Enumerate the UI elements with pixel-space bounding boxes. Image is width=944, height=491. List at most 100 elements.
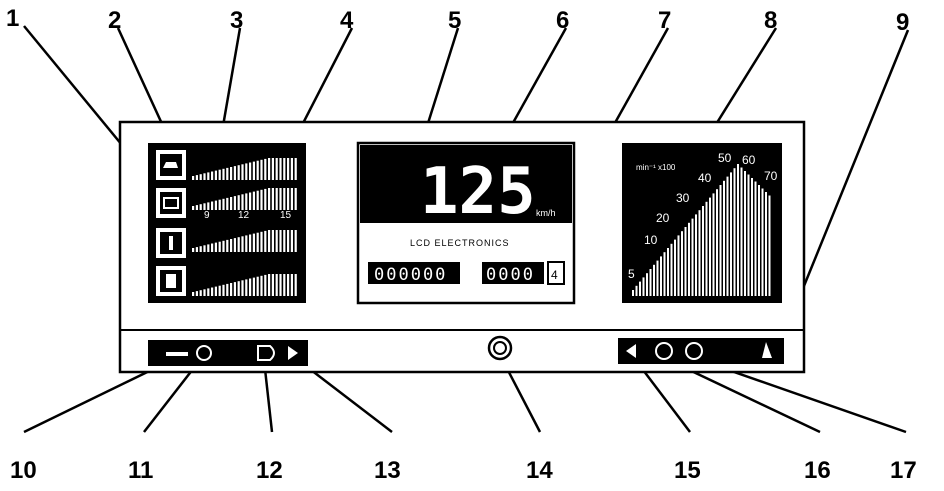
gauge-bar xyxy=(287,158,290,180)
gauge-bar xyxy=(226,167,229,180)
gauge-bar xyxy=(218,169,221,180)
gauge-bar xyxy=(203,289,206,296)
gauge-bar xyxy=(268,188,271,210)
tacho-bar xyxy=(646,273,648,296)
gauge-bar xyxy=(241,280,244,296)
tacho-bar xyxy=(705,201,708,296)
callout-15: 15 xyxy=(674,457,701,484)
parking-brake-icon xyxy=(655,342,673,360)
gauge-bar xyxy=(279,188,282,210)
callout-1: 1 xyxy=(6,5,19,32)
gauge-bar xyxy=(275,274,278,296)
gauge-bar xyxy=(252,233,255,252)
gauge-bar xyxy=(290,158,293,180)
rear-fog-icon xyxy=(166,352,188,356)
tacho-bar xyxy=(663,252,666,296)
gauge-bar xyxy=(283,158,286,180)
gauge-bar xyxy=(256,190,259,210)
gauge-bar xyxy=(195,291,198,296)
tacho-label-40: 40 xyxy=(698,171,712,185)
tacho-bar xyxy=(632,290,634,296)
gauge-bar xyxy=(275,158,278,180)
gauge-bar xyxy=(222,168,225,180)
tacho-bar xyxy=(730,172,732,296)
gauge-bar xyxy=(249,278,252,296)
gauge-bar xyxy=(233,166,236,180)
tacho-bar xyxy=(737,164,739,296)
callout-6: 6 xyxy=(556,7,569,34)
tacho-bar xyxy=(691,218,694,296)
gauge-bar xyxy=(233,238,236,252)
gauge-bar xyxy=(279,230,282,252)
gauge-bar xyxy=(275,188,278,210)
gauge-bar xyxy=(214,242,217,252)
gauge-bar xyxy=(264,188,267,210)
gauge-bar xyxy=(203,173,206,180)
gauge-bar xyxy=(207,288,210,296)
callout-7: 7 xyxy=(658,7,671,34)
tacho-label-10: 10 xyxy=(644,233,658,247)
tacho-bar xyxy=(688,222,690,296)
speed-display xyxy=(360,145,572,223)
knob-icon[interactable] xyxy=(487,335,513,361)
tacho-bar xyxy=(642,277,645,296)
callout-9: 9 xyxy=(896,9,909,36)
callout-2: 2 xyxy=(108,7,121,34)
odometer-display xyxy=(368,262,460,284)
gauge-bar xyxy=(290,188,293,210)
tacho-bar xyxy=(709,197,711,296)
scale-label-15: 15 xyxy=(280,210,292,221)
tacho-bar xyxy=(670,243,673,296)
brand-label: LCD ELECTRONICS xyxy=(410,238,510,248)
gauge-bar xyxy=(245,193,248,210)
gauge-bar xyxy=(214,170,217,180)
gauge-bar xyxy=(192,176,195,180)
callout-8: 8 xyxy=(764,7,777,34)
tacho-bar xyxy=(726,176,729,296)
tacho-bar xyxy=(768,195,771,296)
gauge-bar xyxy=(245,235,248,252)
gauge-bar xyxy=(233,196,236,210)
tacho-bar xyxy=(635,285,638,296)
gauge-bar xyxy=(214,286,217,296)
gauge-bar xyxy=(218,199,221,210)
tacho-bar xyxy=(733,168,736,296)
gauge-bar xyxy=(211,287,214,296)
tacho-bar xyxy=(653,264,655,296)
gauge-bar xyxy=(207,244,210,252)
gauge-bar xyxy=(271,158,274,180)
tacho-bar xyxy=(677,235,680,296)
callout-17: 17 xyxy=(890,457,917,484)
gauge-bar xyxy=(211,243,214,252)
gauge-bar xyxy=(294,158,297,180)
gauge-bar xyxy=(222,198,225,210)
gauge-bar xyxy=(230,283,233,296)
gauge-bar xyxy=(252,277,255,296)
tacho-bar xyxy=(751,178,753,296)
scale-label-12: 12 xyxy=(238,210,250,221)
gauge-bar xyxy=(237,237,240,252)
trip-reset-button[interactable] xyxy=(547,261,565,285)
gauge-bar xyxy=(211,171,214,180)
gauge-bar xyxy=(230,239,233,252)
light-icon xyxy=(196,345,212,361)
gauge-bar xyxy=(195,205,198,210)
gauge-bar xyxy=(294,230,297,252)
trip-reset-glyph: 4 xyxy=(551,268,558,282)
tacho-bar xyxy=(684,227,687,296)
tacho-bar xyxy=(660,256,662,296)
gauge-bar xyxy=(264,274,267,296)
trip-display xyxy=(482,262,544,284)
callout-16: 16 xyxy=(804,457,831,484)
gauge-bar xyxy=(241,164,244,180)
headlight-icon xyxy=(257,345,275,361)
gauge-bar xyxy=(256,276,259,296)
tacho-bar xyxy=(719,185,722,296)
gauge-bar xyxy=(249,192,252,210)
speed-value: 125 xyxy=(420,155,536,229)
gauge-bar xyxy=(222,240,225,252)
turn-right-icon xyxy=(626,344,636,358)
brake-warning-icon xyxy=(685,342,703,360)
tacho-label-30: 30 xyxy=(676,191,690,205)
